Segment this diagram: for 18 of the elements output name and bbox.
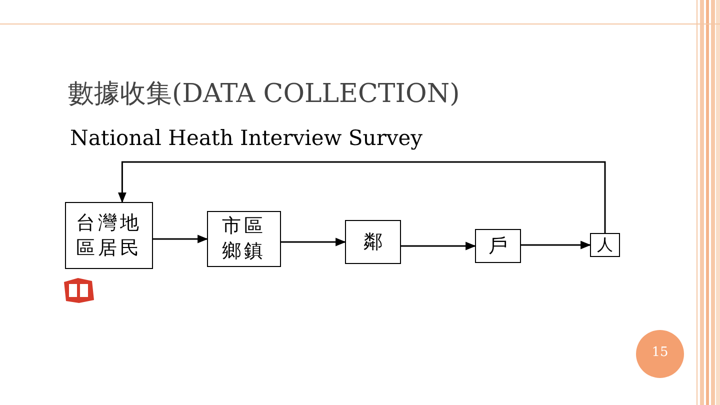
process-box: [345, 220, 401, 264]
process-box: [65, 202, 153, 269]
box-label: 人: [597, 234, 613, 256]
arrow: [401, 242, 476, 250]
process-box: [207, 211, 281, 267]
box-label: 鄰: [364, 230, 382, 254]
slide-title: 數據收集(DATA COLLECTION): [68, 78, 460, 111]
subtitle: National Heath Interview Survey: [70, 126, 423, 150]
box-label: 台灣地區居民: [75, 210, 143, 260]
arrow: [118, 161, 606, 233]
arrow: [153, 234, 208, 244]
arrow: [281, 238, 346, 246]
arrow: [521, 240, 592, 250]
process-box: [475, 229, 521, 263]
box-label: 戶: [488, 234, 508, 258]
page-number: 15: [650, 345, 670, 360]
process-box: [590, 233, 620, 257]
box-label: 市區鄉鎮: [221, 214, 267, 264]
